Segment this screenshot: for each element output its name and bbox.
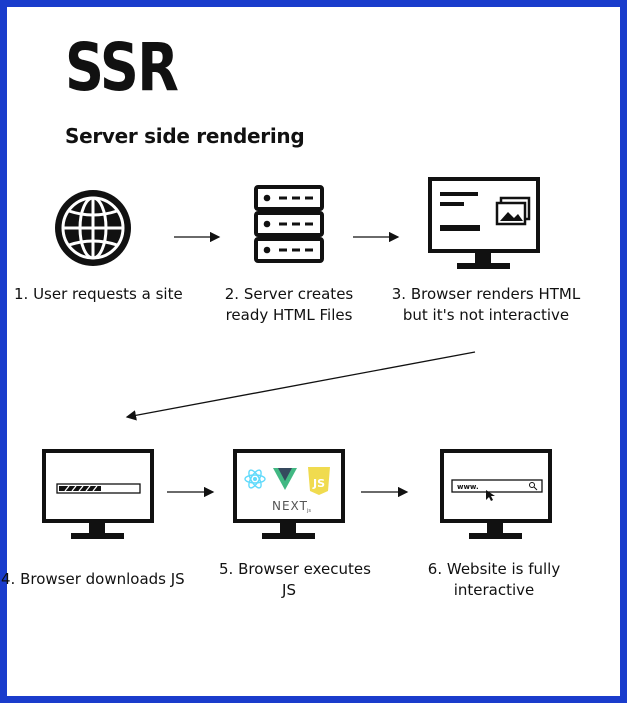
step-label-2: 2. Server creates ready HTML Files	[219, 284, 359, 326]
monitor-icon: www.	[440, 449, 552, 539]
url-bar-text: www.	[457, 483, 479, 491]
page-title: SSR	[65, 29, 179, 106]
vue-icon	[273, 468, 297, 490]
globe-icon	[55, 190, 131, 266]
react-icon	[244, 469, 266, 489]
image-icon	[495, 196, 531, 226]
url-bar	[451, 479, 543, 493]
javascript-icon: JS	[308, 467, 330, 495]
step-2-line-1: 2. Server creates	[224, 285, 354, 303]
step-5-line-1: 5. Browser executes	[219, 560, 371, 578]
diagram-canvas: JS NEXT js www.	[42, 177, 552, 539]
js-logo-text: JS	[312, 477, 325, 490]
next-logo-sub: js	[306, 508, 311, 514]
server-icon	[254, 185, 324, 263]
monitor-icon	[42, 449, 154, 539]
step-3-line-1: 3. Browser renders HTML	[391, 285, 581, 303]
monitor-icon: JS NEXT js	[233, 449, 345, 539]
arrow-3-4	[125, 351, 476, 421]
step-6-line-1: 6. Website is fully	[427, 560, 561, 578]
monitor-icon	[428, 177, 540, 269]
step-label-3: 3. Browser renders HTML but it's not int…	[391, 284, 581, 326]
next-logo-text: NEXT	[272, 499, 308, 513]
step-label-6: 6. Website is fully interactive	[419, 559, 569, 601]
step-label-1: 1. User requests a site	[14, 284, 183, 305]
step-3-line-2: but it's not interactive	[402, 306, 570, 324]
page-subtitle: Server side rendering	[65, 124, 305, 148]
step-label-4: 4. Browser downloads JS	[1, 569, 185, 590]
download-progress	[59, 485, 101, 492]
step-4-line-1: 4. Browser downloads JS	[1, 570, 185, 588]
step-label-5: 5. Browser executes JS	[219, 559, 371, 601]
cursor-icon	[486, 490, 495, 501]
diagram-frame: SSR Server side rendering	[1, 7, 620, 696]
step-2-line-2: ready HTML Files	[225, 306, 353, 324]
step-6-line-2: interactive	[453, 581, 535, 599]
search-icon	[529, 482, 538, 491]
step-1-line-1: 1. User requests a site	[14, 285, 183, 303]
step-5-line-2: JS	[282, 581, 296, 599]
